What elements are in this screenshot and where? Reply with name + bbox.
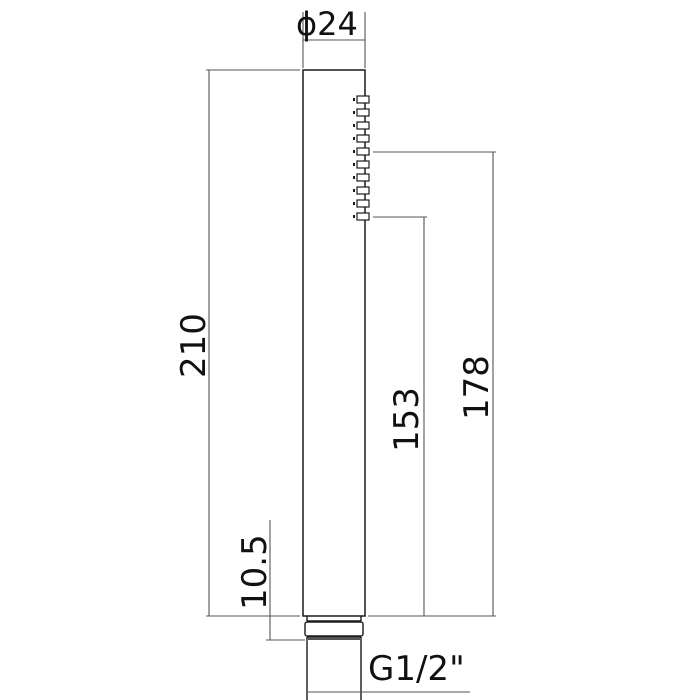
upper-nozzle-height-label: 178 [457,355,497,420]
nozzle-dots [353,98,355,218]
thread-length-label: 10.5 [235,534,275,610]
lower-nozzle-height-label: 153 [387,387,427,452]
total-length-label: 210 [174,313,214,378]
thread-spec-label: G1/2" [368,649,465,689]
nozzle-column [356,95,370,221]
dimension-lines [206,12,496,693]
thread-connector [304,616,364,700]
shower-body [302,69,366,617]
diameter-label: ϕ24 [296,5,358,43]
